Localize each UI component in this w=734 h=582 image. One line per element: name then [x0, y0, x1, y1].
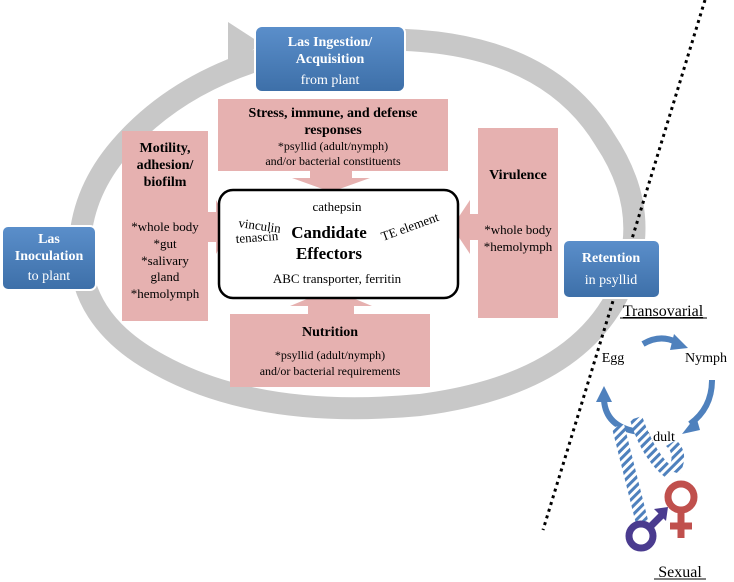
- sexual-band-right: [666, 440, 685, 474]
- ingestion-title-2: Acquisition: [296, 52, 365, 67]
- stress-arrow: [292, 171, 370, 192]
- motility-item-2: *gut: [153, 236, 177, 251]
- retention-subtitle: in psyllid: [585, 273, 638, 288]
- nutrition-title: Nutrition: [302, 325, 358, 340]
- inoculation-box: Las Inoculation to plant: [1, 225, 97, 291]
- virulence-item-2: *hemolymph: [484, 239, 553, 254]
- nymph-to-adult-arrow: [688, 379, 715, 427]
- nutrition-detail-1: *psyllid (adult/nymph): [275, 348, 385, 362]
- motility-item-4: gland: [151, 269, 180, 284]
- tenascin-label: tenascin: [235, 228, 279, 246]
- inoculation-subtitle: to plant: [28, 269, 70, 284]
- cycle-arrowhead: [228, 22, 262, 66]
- abc-transporter-label: ABC transporter, ferritin: [273, 271, 402, 286]
- sexual-band-left: [630, 416, 676, 478]
- center-title-2: Effectors: [296, 244, 362, 263]
- transovarial-label: Transovarial: [623, 303, 704, 320]
- stress-detail-1: *psyllid (adult/nymph): [278, 139, 388, 153]
- virulence-item-1: *whole body: [484, 222, 552, 237]
- motility-box: Motility, adhesion/ biofilm *whole body …: [122, 131, 232, 321]
- motility-title-2: adhesion/: [137, 158, 195, 173]
- inoculation-title-1: Las: [38, 232, 60, 247]
- adult-to-egg-arrowhead: [596, 386, 612, 402]
- center-title-1: Candidate: [291, 223, 367, 242]
- sexual-label: Sexual: [658, 564, 702, 581]
- stress-detail-2: and/or bacterial constituents: [265, 154, 401, 168]
- divider-line: [541, 0, 707, 531]
- egg-to-nymph-arrowhead: [670, 334, 688, 350]
- female-symbol: ♀: [664, 480, 698, 538]
- male-symbol: ♂: [625, 507, 668, 552]
- nutrition-box: Nutrition *psyllid (adult/nymph) and/or …: [230, 289, 430, 387]
- candidate-effectors-box: cathepsin vinculin tenascin TE element C…: [217, 188, 460, 300]
- nymph-to-adult-arrowhead: [682, 416, 700, 434]
- motility-title-1: Motility,: [140, 141, 191, 156]
- retention-title: Retention: [582, 251, 641, 266]
- virulence-box: Virulence *whole body *hemolymph: [452, 128, 558, 318]
- ingestion-title-1: Las Ingestion/: [288, 35, 374, 50]
- motility-title-3: biofilm: [144, 175, 187, 190]
- ingestion-box: Las Ingestion/ Acquisition from plant: [254, 25, 406, 93]
- stress-title-1: Stress, immune, and defense: [249, 106, 418, 121]
- motility-item-3: *salivary: [141, 253, 189, 268]
- vinculin-label: vinculin: [238, 215, 283, 236]
- ingestion-subtitle: from plant: [301, 73, 360, 88]
- inoculation-title-2: Inoculation: [15, 249, 84, 264]
- virulence-title: Virulence: [489, 168, 547, 183]
- cathepsin-label: cathepsin: [312, 199, 362, 214]
- retention-box: Retention in psyllid: [562, 239, 661, 299]
- nutrition-arrow: [290, 289, 372, 314]
- nymph-label: Nymph: [685, 351, 727, 366]
- motility-item-5: *hemolymph: [131, 286, 200, 301]
- motility-item-1: *whole body: [131, 219, 199, 234]
- egg-label: Egg: [602, 351, 625, 366]
- stress-box: Stress, immune, and defense responses *p…: [218, 99, 448, 192]
- sexual-band-male: [612, 424, 648, 524]
- nutrition-detail-2: and/or bacterial requirements: [260, 364, 401, 378]
- virulence-arrow: [452, 200, 478, 254]
- stress-title-2: responses: [304, 123, 362, 138]
- egg-to-nymph-arrow: [641, 335, 678, 347]
